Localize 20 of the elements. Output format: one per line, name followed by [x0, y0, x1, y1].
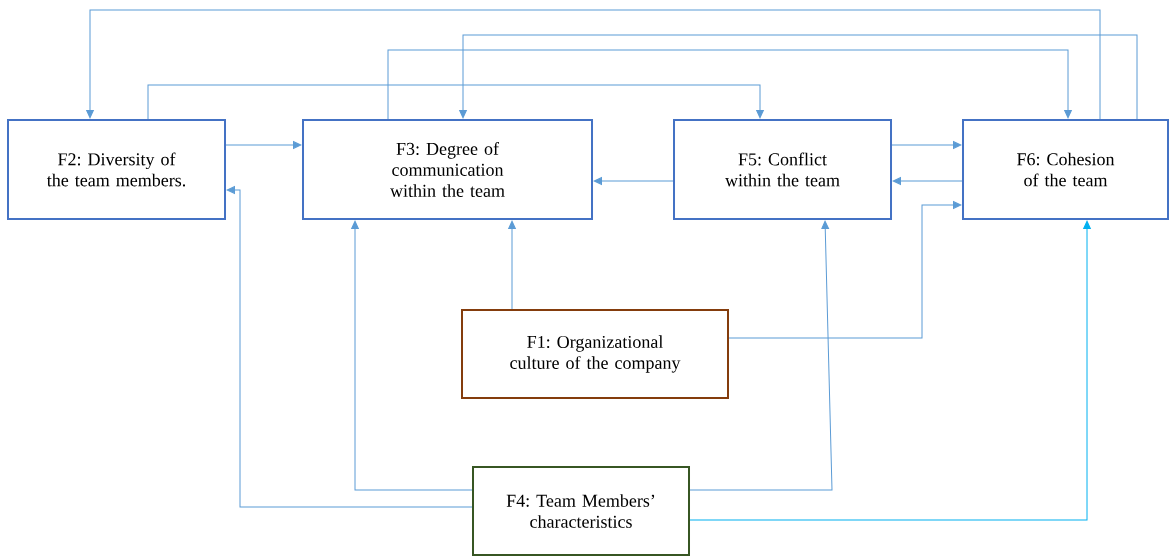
arrow — [593, 177, 674, 185]
factor-box: F2: Diversity of the team members. — [7, 119, 226, 220]
arrow — [728, 201, 962, 339]
arrow — [459, 34, 1138, 120]
arrow — [892, 177, 963, 185]
arrow — [225, 141, 302, 149]
arrow — [689, 220, 1091, 521]
factor-box: F5: Conflict within the team — [673, 119, 892, 220]
factor-box: F1: Organizational culture of the company — [461, 309, 729, 399]
arrow — [387, 49, 1072, 120]
arrow — [86, 9, 1101, 120]
factor-box: F3: Degree of communication within the team — [302, 119, 593, 220]
arrow — [147, 84, 764, 120]
arrow — [226, 186, 473, 508]
arrow — [689, 220, 833, 491]
arrow — [508, 220, 516, 310]
factor-box: F6: Cohesion of the team — [962, 119, 1169, 220]
arrow — [891, 141, 962, 149]
arrow — [351, 220, 473, 491]
factor-box: F4: Team Members’ characteristics — [472, 466, 690, 556]
